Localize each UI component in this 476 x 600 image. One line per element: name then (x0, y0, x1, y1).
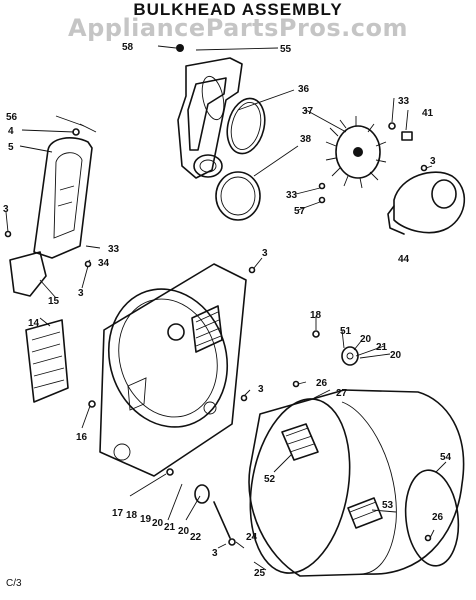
callout-3-panel: 3 (258, 384, 264, 395)
screw-3-upper (420, 164, 428, 172)
screw-18-upper (312, 330, 320, 338)
callout-4: 4 (8, 126, 14, 137)
callout-20-c: 20 (152, 518, 164, 529)
callout-56: 56 (6, 112, 18, 123)
callout-3-left: 3 (3, 204, 9, 215)
callout-44: 44 (398, 254, 410, 265)
seal-38 (215, 171, 261, 221)
upper-duct-part (177, 57, 243, 179)
callout-5: 5 (8, 142, 14, 153)
callout-38: 38 (300, 134, 312, 145)
callout-26-lower: 26 (432, 512, 444, 523)
callout-18-upper: 18 (310, 310, 322, 321)
callout-3-top-panel: 3 (262, 248, 268, 259)
callout-51: 51 (340, 326, 352, 337)
screw-18-lower (166, 468, 174, 476)
callout-3-duct: 3 (78, 288, 84, 299)
callout-57: 57 (294, 206, 306, 217)
drum-25 (248, 389, 465, 577)
seal-36 (226, 97, 266, 155)
callout-55: 55 (280, 44, 292, 55)
callout-22: 22 (190, 532, 202, 543)
screw-16 (88, 400, 96, 408)
callout-20-d: 20 (178, 526, 190, 537)
leader-lines (5, 45, 447, 571)
callout-24: 24 (246, 532, 258, 543)
blower-housing-44 (387, 171, 466, 235)
watermark: AppliancePartsPros.com (68, 14, 408, 42)
screw-26-upper (292, 380, 300, 388)
callout-labels: 58 55 36 56 4 5 33 41 37 38 3 33 57 33 3… (3, 42, 452, 579)
roller-21-lower (194, 484, 210, 504)
corner-note: C/3 (6, 578, 22, 589)
diagram-title: BULKHEAD ASSEMBLY (133, 0, 343, 19)
screw-3-panel-mid (240, 394, 248, 402)
screw-33-top (388, 122, 396, 130)
heater-14 (25, 319, 69, 403)
callout-20-a: 20 (360, 334, 372, 345)
bracket-15 (9, 251, 47, 297)
callout-16: 16 (76, 432, 88, 443)
callout-3-blower: 3 (430, 156, 436, 167)
callout-20-b: 20 (390, 350, 402, 361)
callout-41: 41 (422, 108, 434, 119)
callout-37: 37 (302, 106, 314, 117)
screw-3-lower (228, 538, 236, 546)
callout-21-upper: 21 (376, 342, 388, 353)
callout-26-upper: 26 (316, 378, 328, 389)
screw-57 (318, 196, 326, 204)
callout-54: 54 (440, 452, 452, 463)
belt-54 (404, 469, 460, 567)
blower-wheel-37 (325, 116, 387, 189)
screw-3-left (4, 230, 12, 238)
callout-53: 53 (382, 500, 394, 511)
callout-19: 19 (140, 514, 152, 525)
callout-3-lower: 3 (212, 548, 218, 559)
screw-33-mid (318, 182, 326, 190)
bulkhead-panel (99, 263, 247, 477)
callout-33-mid: 33 (286, 190, 298, 201)
callout-58: 58 (122, 42, 134, 53)
nut-41 (401, 131, 413, 141)
callout-25: 25 (254, 568, 266, 579)
screw-3-duct (84, 260, 92, 268)
roller-21-upper (341, 346, 359, 366)
callout-15: 15 (48, 296, 60, 307)
screw-3-panel-top (248, 266, 256, 274)
left-duct-5 (33, 137, 93, 259)
callout-33-duct: 33 (108, 244, 120, 255)
callout-34: 34 (98, 258, 110, 269)
callout-33-top: 33 (398, 96, 410, 107)
callout-52: 52 (264, 474, 276, 485)
callout-14: 14 (28, 318, 40, 329)
callout-27: 27 (336, 388, 348, 399)
callout-18-lower: 18 (126, 510, 138, 521)
callout-36: 36 (298, 84, 310, 95)
callout-21-lower: 21 (164, 522, 176, 533)
screw-26-lower (424, 534, 432, 542)
callout-17: 17 (112, 508, 124, 519)
shaft-22 (213, 501, 231, 539)
screw-58 (176, 44, 184, 52)
